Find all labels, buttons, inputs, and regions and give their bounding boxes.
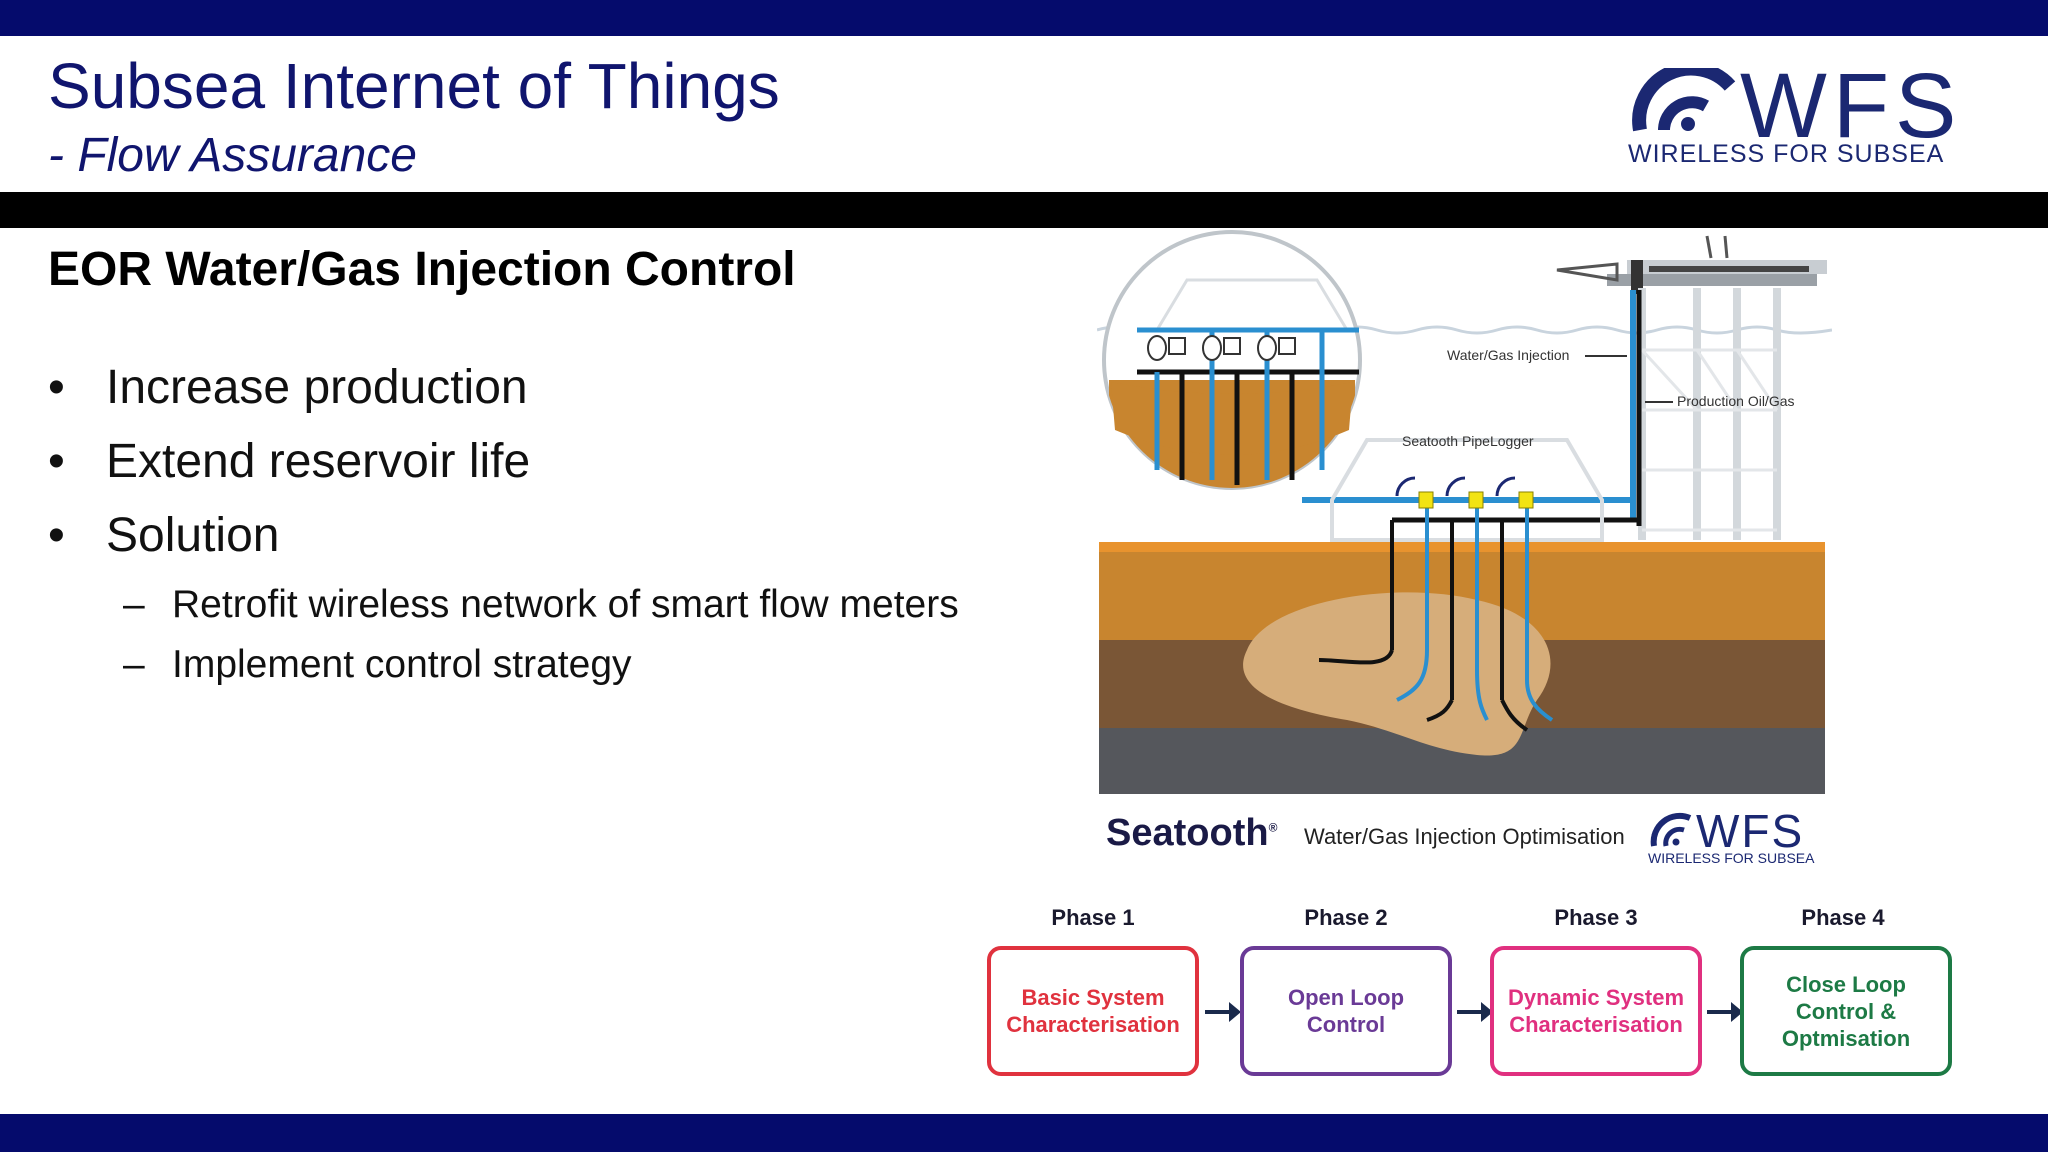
sub-list-item: –Retrofit wireless network of smart flow… [48,580,962,630]
bullet-list: • Increase production • Extend reservoir l… [48,358,959,700]
logo-wordmark: WFS [1696,805,1805,857]
registered-mark: ® [1268,820,1278,835]
phase-box-4: Close Loop Control & Optmisation [1740,946,1952,1076]
phase-box-3: Dynamic System Characterisation [1490,946,1702,1076]
sub-bullet-text: Retrofit wireless network of smart flow … [172,583,959,626]
list-item: • Extend reservoir life [48,432,948,492]
list-item: • Increase production [48,358,948,418]
injection-diagram: Water/Gas Injection Production Oil/Gas S… [1097,230,1832,794]
phase-label-4: Phase 4 [1801,905,1885,930]
page-title: Subsea Internet of Things [48,50,780,122]
sub-bullet-text: Implement control strategy [172,643,632,686]
seatooth-brand: Seatooth® [1106,812,1277,855]
seabed-surface [1099,542,1825,554]
dash-marker: – [123,643,145,686]
arrow-icon [1205,1002,1241,1022]
label-production: Production Oil/Gas [1677,393,1795,409]
section-heading: EOR Water/Gas Injection Control [48,243,796,296]
label-pipelogger: Seatooth PipeLogger [1402,433,1534,449]
phase-label-1: Phase 1 [1051,905,1135,930]
bullet-text: Solution [106,509,280,562]
phase-box-2: Open Loop Control [1240,946,1452,1076]
dash-marker: – [123,583,145,626]
reservoir [1243,592,1551,756]
bullet-text: Extend reservoir life [106,435,531,488]
phase-label-3: Phase 3 [1554,905,1638,930]
label-injection: Water/Gas Injection [1447,347,1569,363]
brand-name: Seatooth [1106,812,1269,854]
wireless-signal-icon [1632,68,1736,132]
bullet-marker: • [48,435,65,488]
bullet-text: Increase production [106,361,528,414]
top-bar [0,0,2048,36]
bullet-marker: • [48,361,65,414]
list-item: • Solution [48,506,948,566]
arrow-icon [1457,1002,1493,1022]
wfs-logo-small: WFS WIRELESS FOR SUBSEA [1648,804,1818,868]
arrow-icon [1707,1002,1743,1022]
wfs-logo: WFS WIRELESS FOR SUBSEA [1620,58,1980,168]
logo-tagline: WIRELESS FOR SUBSEA [1648,850,1815,866]
phase-box-1: Basic System Characterisation [987,946,1199,1076]
phase-label-2: Phase 2 [1304,905,1388,930]
wireless-signal-icon [1650,812,1692,847]
logo-wordmark: WFS [1740,55,1963,157]
diagram-caption: Seatooth® Water/Gas Injection Optimisati… [1100,800,1820,870]
bottom-bar [0,1114,2048,1152]
sub-list-item: –Implement control strategy [48,640,948,690]
bullet-marker: • [48,509,65,562]
logo-tagline: WIRELESS FOR SUBSEA [1628,140,1945,168]
caption-text: Water/Gas Injection Optimisation [1304,824,1625,849]
divider-bar [0,192,2048,228]
page-subtitle: - Flow Assurance [48,129,417,182]
